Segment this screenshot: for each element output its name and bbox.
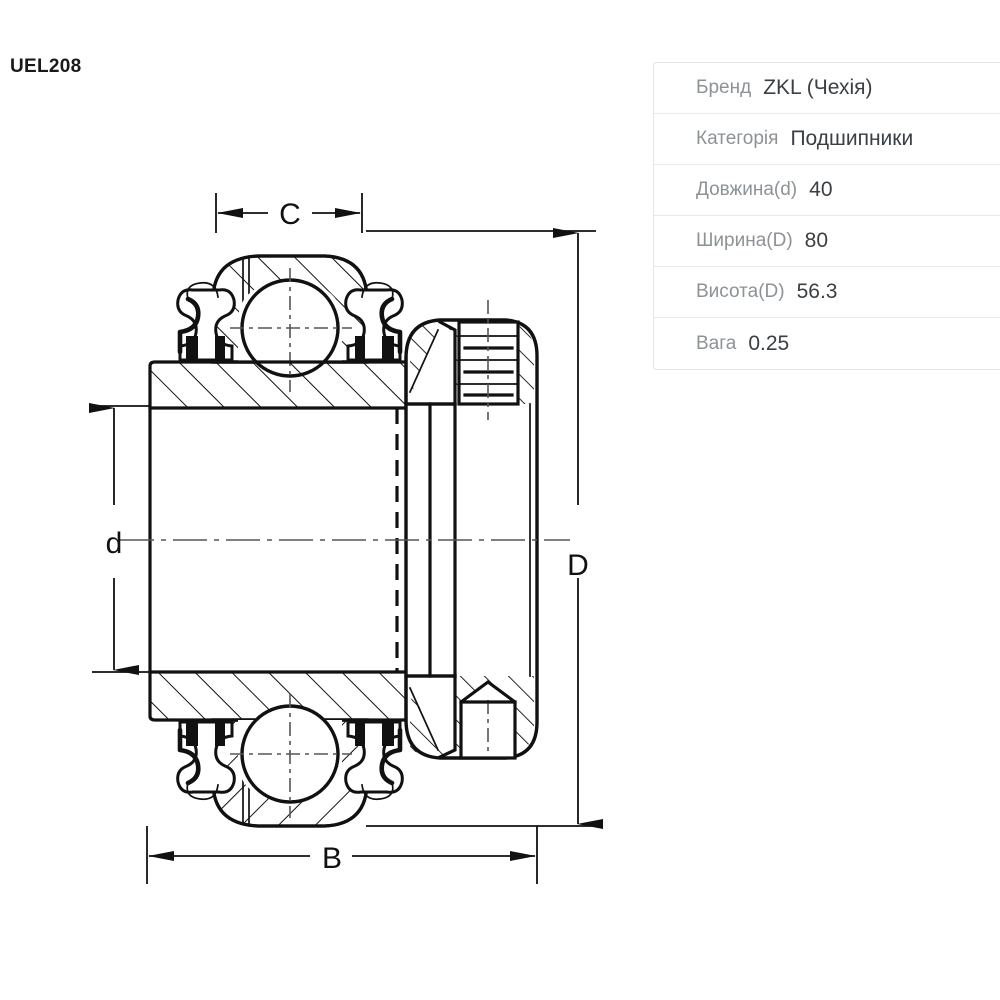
page-title: UEL208 bbox=[10, 56, 82, 77]
ball-bottom bbox=[230, 694, 352, 818]
set-screw-top bbox=[457, 300, 520, 420]
seal-bottom-right bbox=[344, 720, 404, 801]
spec-value-height: 56.3 bbox=[796, 280, 838, 303]
spec-row-width: Ширина(D) 80 bbox=[654, 216, 1000, 267]
spec-label-height: Висота(D) bbox=[696, 281, 785, 302]
dimension-c: C bbox=[215, 193, 363, 233]
spec-value-length: 40 bbox=[809, 178, 833, 201]
seal-top-left bbox=[176, 281, 236, 362]
dimension-d-bore: d bbox=[89, 403, 150, 675]
spec-row-length: Довжина(d) 40 bbox=[654, 165, 1000, 216]
set-screw-bottom bbox=[459, 680, 517, 760]
dimension-label-B: B bbox=[322, 842, 342, 875]
spec-value-weight: 0.25 bbox=[748, 331, 790, 355]
spec-label-category: Категорія bbox=[696, 128, 779, 149]
seal-bottom-left bbox=[176, 720, 236, 801]
dimension-label-D: D bbox=[567, 549, 589, 582]
spec-value-width: 80 bbox=[804, 229, 829, 252]
spec-label-width: Ширина(D) bbox=[696, 230, 793, 251]
spec-row-height: Висота(D) 56.3 bbox=[654, 267, 1000, 318]
spec-row-category: Категорія Подшипники bbox=[654, 114, 1000, 165]
dimension-b: B bbox=[146, 826, 538, 884]
dimension-label-d: d bbox=[106, 527, 123, 560]
spec-value-brand: ZKL (Чехія) bbox=[763, 76, 873, 99]
spec-label-brand: Бренд bbox=[696, 77, 752, 98]
spec-row-brand: Бренд ZKL (Чехія) bbox=[654, 63, 1000, 114]
seal-top-right bbox=[344, 281, 404, 362]
inner-ring-body bbox=[148, 360, 432, 722]
dimension-d-outer: D bbox=[366, 228, 603, 829]
spec-row-weight: Вага 0.25 bbox=[654, 318, 1000, 369]
specification-table: Бренд ZKL (Чехія) Категорія Подшипники Д… bbox=[653, 62, 1000, 370]
dimension-label-c: C bbox=[279, 198, 301, 231]
spec-label-length: Довжина(d) bbox=[696, 179, 798, 200]
spec-label-weight: Вага bbox=[696, 332, 737, 354]
spec-value-category: Подшипники bbox=[790, 127, 914, 150]
